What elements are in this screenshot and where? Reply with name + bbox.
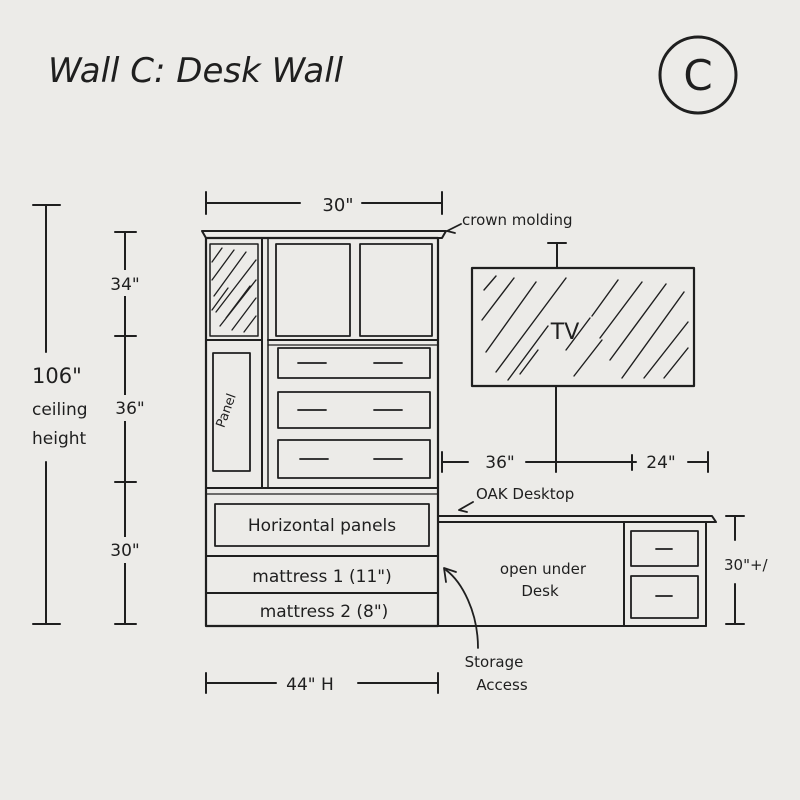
tv-left-dimension: 36" (485, 453, 514, 473)
mattress-1-label: mattress 1 (11") (252, 567, 391, 587)
drawer-1 (277, 347, 431, 379)
desk-height-label: 30"+/ (724, 556, 769, 574)
top-width-dimension: 30" (205, 191, 443, 216)
cabinet-unit: Panel Horizontal panels (201, 230, 447, 628)
side-panel: Panel (212, 352, 251, 472)
section-dimensions: 34" 36" 30" (104, 231, 148, 625)
desk-drawer-2 (630, 575, 699, 619)
upper-door-right (359, 243, 433, 337)
crown-molding-note: crown molding (446, 211, 572, 234)
height-word: height (32, 429, 87, 449)
corner-badge: C (658, 35, 738, 115)
ceiling-word: ceiling (32, 400, 88, 420)
drawer-2 (277, 391, 431, 429)
tv-unit: TV (470, 242, 696, 473)
storage-access-note: Storage Access (443, 567, 528, 694)
corner-badge-letter: C (683, 51, 712, 100)
horizontal-panels-label: Horizontal panels (248, 516, 396, 536)
tv-label: TV (550, 320, 580, 345)
ceiling-height-value: 106" (32, 364, 82, 388)
top-width-label: 30" (322, 195, 353, 216)
tv-position-dimensions: 36" 24" (441, 451, 709, 473)
upper-door-left (275, 243, 351, 337)
desk-drawer-1 (630, 530, 699, 567)
open-under-label: open under (500, 560, 587, 578)
oak-desktop-label: OAK Desktop (476, 485, 574, 503)
desk-word-label: Desk (521, 582, 559, 600)
oak-desktop-note: OAK Desktop (458, 485, 574, 513)
upper-left-glass-panel (209, 243, 259, 337)
mattress-2-label: mattress 2 (8") (260, 602, 389, 622)
tv-screen-hatching (481, 275, 689, 381)
drawer-3 (277, 439, 431, 479)
section-lower-label: 30" (110, 541, 139, 561)
side-panel-label: Panel (214, 392, 240, 430)
bottom-width-label: 44" H (286, 675, 334, 695)
tv-screen (470, 266, 696, 388)
desk: open under Desk (437, 515, 717, 627)
ceiling-height-dimension: 106" ceiling height (32, 204, 88, 625)
access-label: Access (476, 676, 528, 694)
section-middle-label: 36" (115, 399, 144, 419)
tv-right-dimension: 24" (646, 453, 675, 473)
storage-label: Storage (465, 653, 524, 671)
section-upper-label: 34" (110, 275, 139, 295)
diagram-title: Wall C: Desk Wall (48, 51, 344, 91)
desk-height-dimension: 30"+/ (724, 515, 769, 625)
bottom-width-dimension: 44" H (205, 672, 439, 695)
crown-molding-label: crown molding (462, 211, 572, 229)
horizontal-panels: Horizontal panels (214, 503, 430, 547)
